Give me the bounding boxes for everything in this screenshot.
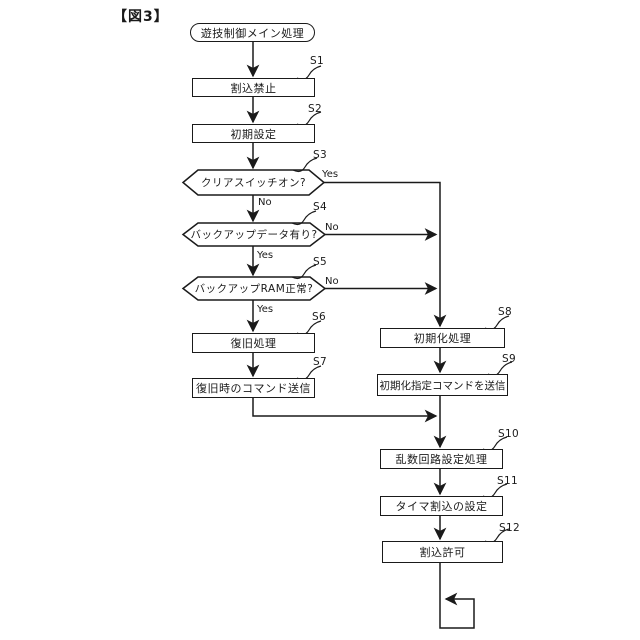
process-box-s10: 乱数回路設定処理 bbox=[380, 449, 503, 469]
leader-s3 bbox=[292, 157, 318, 173]
process-box-s2: 初期設定 bbox=[192, 124, 315, 143]
decision-shape-s4 bbox=[181, 222, 327, 247]
decision-shape-s5 bbox=[181, 276, 327, 301]
leader-s4 bbox=[291, 210, 317, 226]
process-box-s1: 割込禁止 bbox=[192, 78, 315, 97]
decision-text-s3: クリアスイッチオン? bbox=[200, 177, 307, 189]
branch-label-s3-no: No bbox=[258, 197, 272, 208]
branch-label-s5-no: No bbox=[325, 276, 339, 287]
step-id-s1: S1 bbox=[310, 55, 324, 67]
terminal-start: 遊技制御メイン処理 bbox=[190, 23, 315, 42]
branch-label-s4-yes: Yes bbox=[257, 250, 274, 261]
process-box-s12: 割込許可 bbox=[382, 541, 503, 563]
process-box-s6: 復旧処理 bbox=[192, 333, 315, 353]
step-id-s12: S12 bbox=[499, 522, 520, 534]
edge-s7-join bbox=[252, 398, 438, 423]
process-box-s8: 初期化処理 bbox=[380, 328, 505, 348]
step-id-s8: S8 bbox=[498, 306, 512, 318]
edge-s3-yes-s8 bbox=[324, 181, 447, 328]
step-id-s10: S10 bbox=[498, 428, 519, 440]
figure-number-label: 【図3】 bbox=[113, 9, 169, 25]
decision-shape-s3 bbox=[181, 169, 326, 196]
step-id-s5: S5 bbox=[313, 256, 327, 268]
branch-label-s3-yes: Yes bbox=[322, 169, 339, 180]
process-box-s11: タイマ割込の設定 bbox=[380, 496, 503, 516]
decision-text-s4: バックアップデータ有り? bbox=[190, 229, 318, 241]
edge-s12-loop bbox=[439, 563, 475, 629]
branch-label-s5-yes: Yes bbox=[257, 304, 274, 315]
step-id-s7: S7 bbox=[313, 356, 327, 368]
step-id-s9: S9 bbox=[502, 353, 516, 365]
step-id-s4: S4 bbox=[313, 201, 327, 213]
branch-label-s4-no: No bbox=[325, 222, 339, 233]
step-id-s3: S3 bbox=[313, 149, 327, 161]
leader-s5 bbox=[291, 264, 317, 280]
step-id-s2: S2 bbox=[308, 103, 322, 115]
step-id-s11: S11 bbox=[497, 475, 518, 487]
process-box-s9: 初期化指定コマンドを送信 bbox=[377, 374, 508, 396]
decision-text-s5: バックアップRAM正常? bbox=[194, 283, 314, 295]
process-box-s7: 復旧時のコマンド送信 bbox=[192, 378, 315, 398]
step-id-s6: S6 bbox=[312, 311, 326, 323]
